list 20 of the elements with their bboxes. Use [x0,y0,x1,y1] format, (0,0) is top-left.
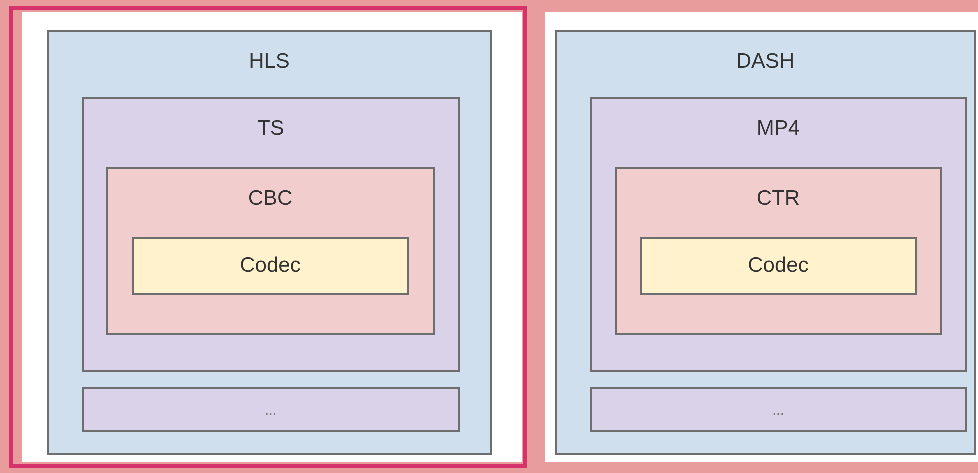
container-box [82,97,460,372]
codec-box [132,237,409,295]
encryption-box [615,167,942,335]
box-label: Codec [239,254,302,278]
box-label: ... [772,402,786,418]
box-heading: DASH [735,50,796,74]
encryption-box [106,167,435,335]
container-box [590,387,967,432]
protocol-box [47,30,492,455]
protocol-box [555,30,976,455]
container-box [82,387,460,432]
box-heading: CTR [756,187,802,211]
box-heading: HLS [248,50,291,74]
box-heading: CBC [247,187,294,211]
box-heading: TS [256,117,286,141]
codec-box [640,237,917,295]
container-box [590,97,967,372]
box-heading: MP4 [756,117,802,141]
box-label: Codec [747,254,810,278]
box-label: ... [264,402,278,418]
